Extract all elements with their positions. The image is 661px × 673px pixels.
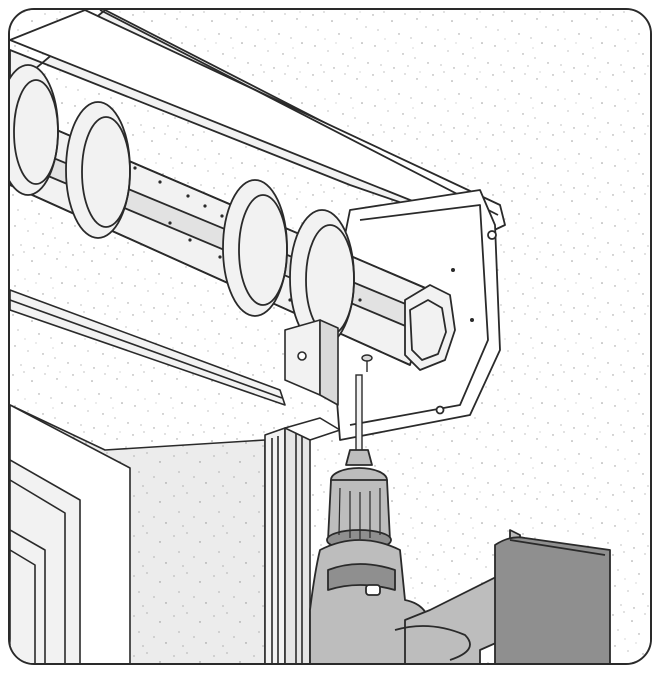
drill-bit [355, 374, 363, 456]
screw [361, 354, 373, 372]
tube-rings [10, 64, 355, 347]
cordless-drill [309, 449, 611, 663]
box-lower-edge [10, 289, 286, 406]
mounting-bracket [284, 319, 339, 406]
roller-box-housing [10, 10, 506, 441]
end-cap [404, 284, 456, 371]
tube-ring [10, 64, 59, 196]
tube-ring [65, 101, 131, 239]
assembly-illustration [10, 10, 650, 663]
illustration-frame [8, 8, 652, 665]
tube-ring [222, 179, 288, 317]
